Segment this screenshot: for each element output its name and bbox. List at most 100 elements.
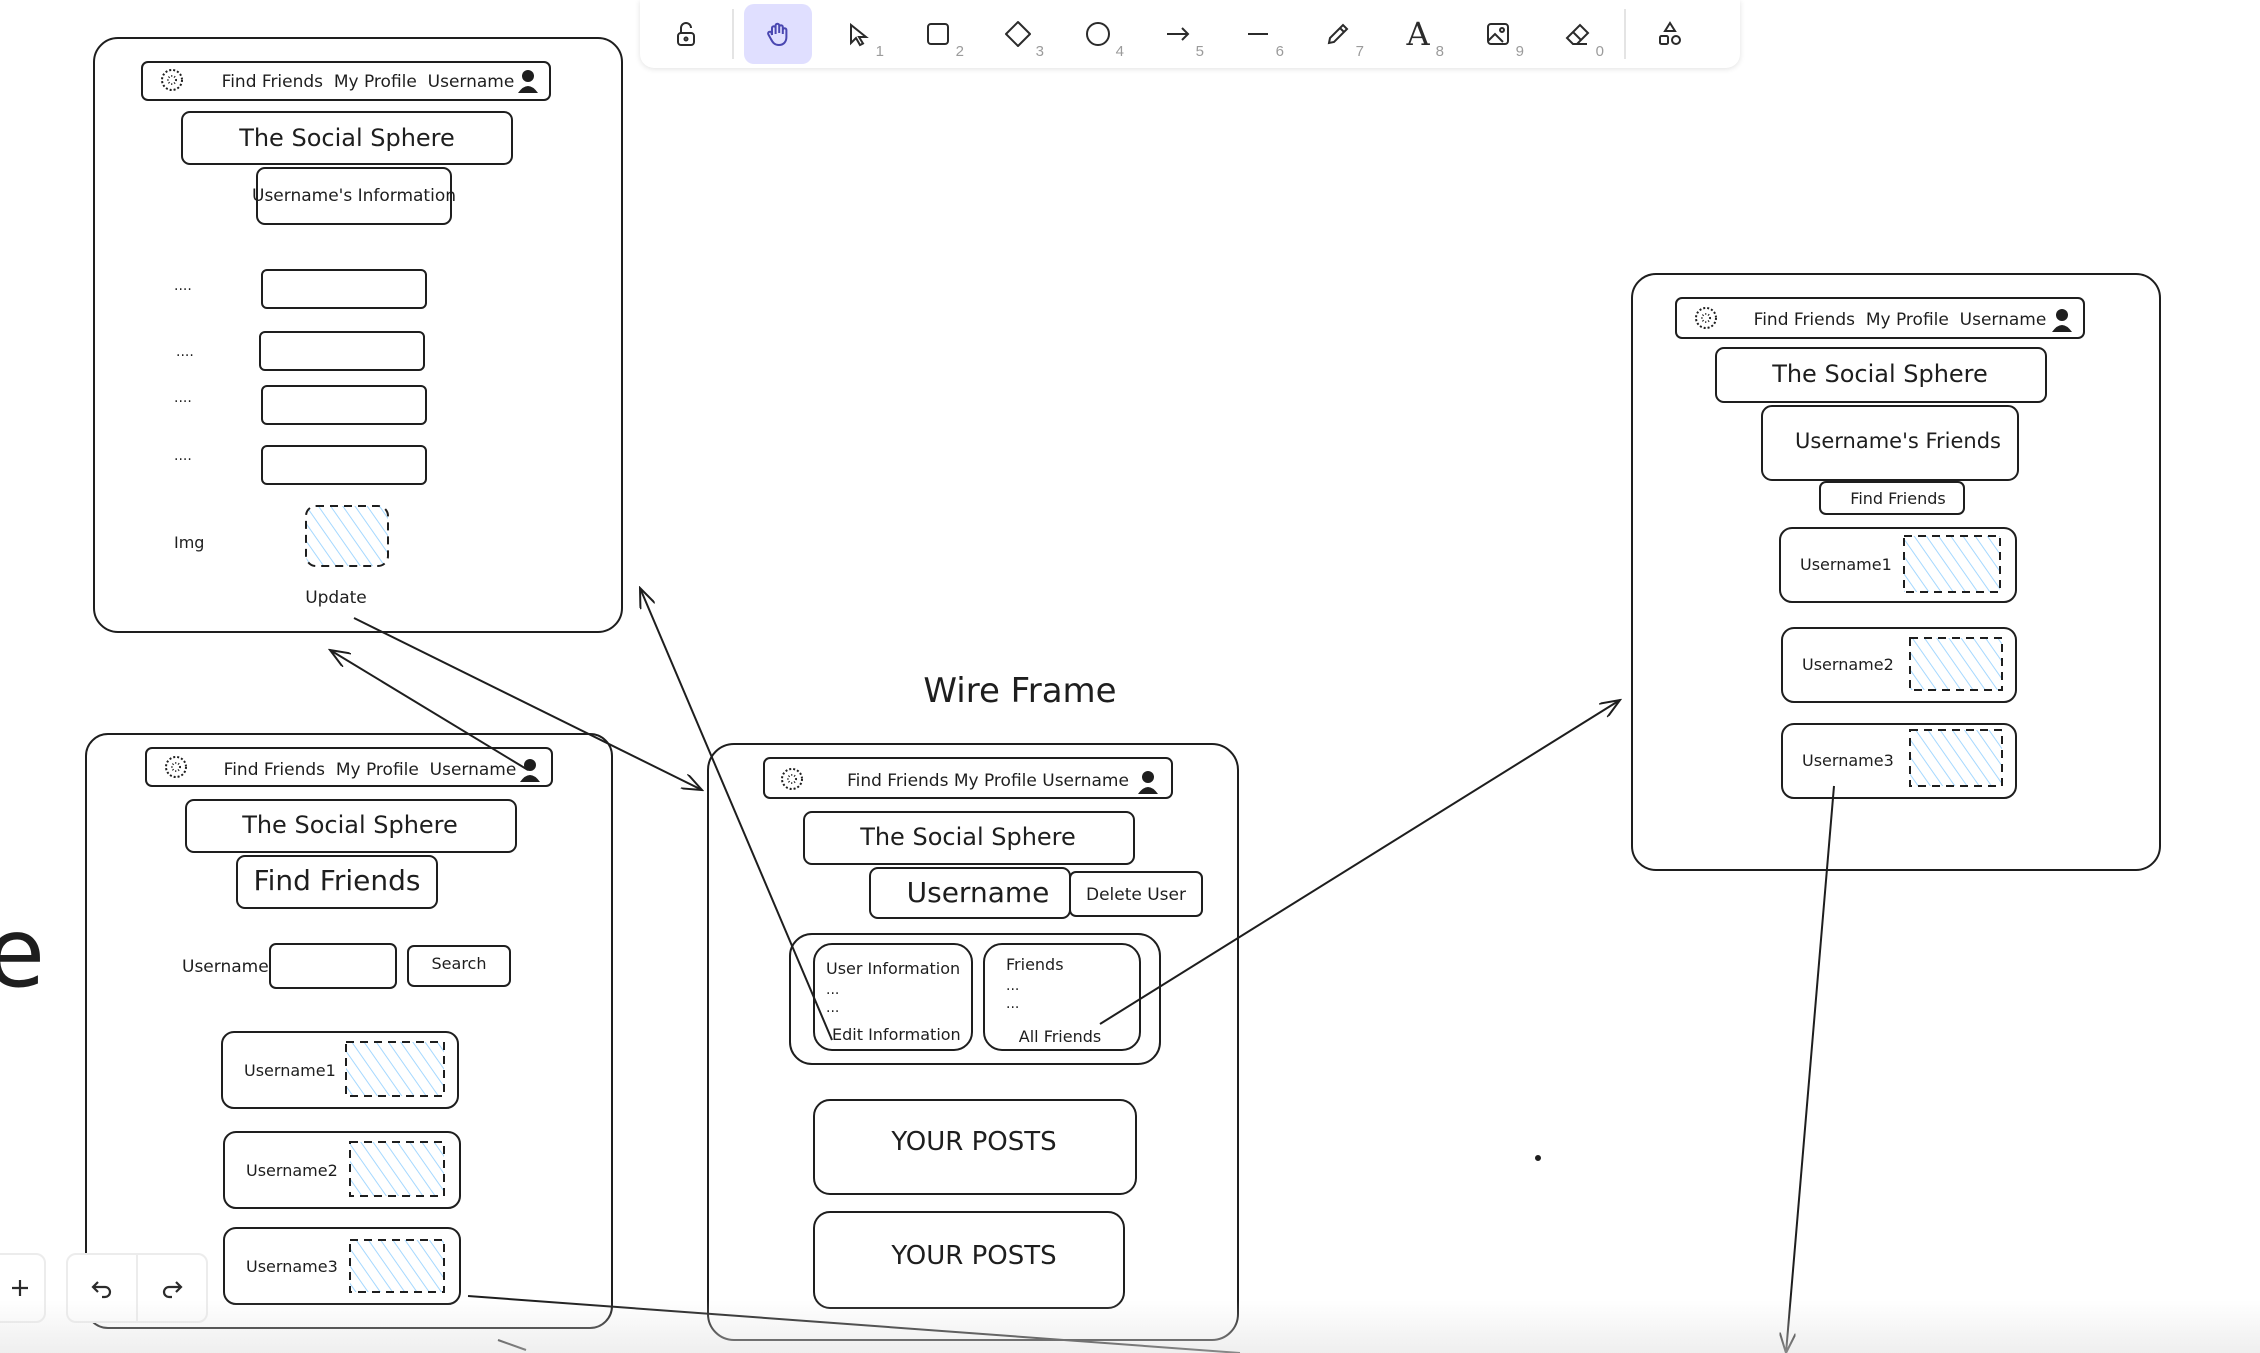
site-title-box[interactable] bbox=[1715, 347, 2047, 403]
posts-label: YOUR POSTS bbox=[890, 1127, 1056, 1157]
text-tool[interactable]: A 8 bbox=[1384, 4, 1452, 64]
result-username: Username2 bbox=[246, 1161, 338, 1180]
site-title-box[interactable] bbox=[803, 811, 1135, 865]
frame-friends-list[interactable]: Find Friends My Profile Username The Soc… bbox=[1631, 273, 2161, 871]
section-header: Username's Information bbox=[252, 186, 456, 206]
frame-find-friends[interactable]: Find Friends My Profile Username The Soc… bbox=[85, 733, 613, 1329]
section-header-box[interactable] bbox=[256, 167, 452, 225]
undo-button[interactable] bbox=[68, 1255, 136, 1321]
logo-icon bbox=[1695, 307, 1717, 329]
find-friends-button[interactable] bbox=[1819, 481, 1965, 515]
username-search-input[interactable] bbox=[269, 943, 397, 989]
field-input[interactable] bbox=[261, 445, 427, 485]
ellipse-tool[interactable]: 4 bbox=[1064, 4, 1132, 64]
field-label: .... bbox=[174, 390, 192, 406]
result-avatar-placeholder bbox=[349, 1239, 445, 1293]
friends-card[interactable] bbox=[983, 943, 1141, 1051]
section-header: Username's Friends bbox=[1795, 429, 2001, 453]
user-info-line: ... bbox=[826, 1000, 839, 1016]
field-label: .... bbox=[176, 344, 194, 360]
rectangle-tool[interactable]: 2 bbox=[904, 4, 972, 64]
frame-profile-edit[interactable]: Find Friends My Profile Username The Soc… bbox=[93, 37, 623, 633]
search-button[interactable] bbox=[407, 945, 511, 987]
hand-icon bbox=[767, 22, 788, 47]
diamond-tool[interactable]: 3 bbox=[984, 4, 1052, 64]
arrow-tool[interactable]: 5 bbox=[1144, 4, 1212, 64]
field-input[interactable] bbox=[261, 385, 427, 425]
friend-card[interactable] bbox=[1779, 527, 2017, 603]
hand-tool[interactable] bbox=[744, 4, 812, 64]
result-card[interactable] bbox=[221, 1031, 459, 1109]
search-button-label: Search bbox=[432, 954, 487, 973]
result-username: Username3 bbox=[246, 1257, 338, 1276]
site-title: The Social Sphere bbox=[1771, 360, 1988, 388]
delete-user-button[interactable] bbox=[1069, 871, 1203, 917]
arrow-update-to-main[interactable] bbox=[353, 617, 702, 790]
site-title-box[interactable] bbox=[185, 799, 517, 853]
arrow-icon bbox=[1167, 27, 1190, 41]
draw-tool[interactable]: 7 bbox=[1304, 4, 1372, 64]
result-username: Username1 bbox=[244, 1061, 336, 1080]
nav-links[interactable]: Find Friends My Profile Username bbox=[224, 760, 517, 780]
site-title: The Social Sphere bbox=[241, 811, 458, 839]
nav-links[interactable]: Find Friends My Profile Username bbox=[222, 72, 515, 92]
arrow-result-connector[interactable] bbox=[467, 1295, 1241, 1353]
section-header-box[interactable] bbox=[1761, 405, 2019, 481]
frame-border[interactable] bbox=[93, 37, 623, 633]
all-friends-link[interactable]: All Friends bbox=[1019, 1027, 1101, 1046]
field-input[interactable] bbox=[259, 331, 425, 371]
arrow-edit-info-to-profile[interactable] bbox=[640, 588, 833, 1041]
info-container bbox=[789, 933, 1161, 1065]
nav-links[interactable]: Find Friends My Profile Username bbox=[1754, 310, 2047, 330]
arrow-friend-down[interactable] bbox=[1786, 785, 1835, 1353]
field-label: .... bbox=[174, 448, 192, 464]
field-input[interactable] bbox=[261, 269, 427, 309]
nav-bar[interactable] bbox=[1675, 297, 2085, 339]
result-card[interactable] bbox=[223, 1131, 461, 1209]
redo-button[interactable] bbox=[138, 1255, 206, 1321]
lock-tool[interactable] bbox=[652, 4, 720, 64]
image-tool[interactable]: 9 bbox=[1464, 4, 1532, 64]
shortcut-key: 5 bbox=[1195, 43, 1204, 60]
site-title-box[interactable] bbox=[181, 111, 513, 165]
friend-card[interactable] bbox=[1781, 723, 2017, 799]
text-icon: A bbox=[1406, 15, 1430, 53]
nav-bar[interactable] bbox=[141, 61, 551, 101]
update-label[interactable]: Update bbox=[305, 588, 367, 608]
friend-username: Username1 bbox=[1800, 555, 1892, 574]
nav-bar[interactable] bbox=[763, 757, 1173, 799]
posts-label: YOUR POSTS bbox=[890, 1241, 1056, 1271]
section-header-box[interactable] bbox=[236, 855, 438, 909]
circle-icon bbox=[1086, 22, 1110, 46]
plus-icon bbox=[12, 1280, 28, 1296]
friend-card[interactable] bbox=[1781, 627, 2017, 703]
find-friends-label: Find Friends bbox=[1850, 489, 1945, 508]
line-tool[interactable]: 6 bbox=[1224, 4, 1292, 64]
friend-avatar-placeholder bbox=[1909, 637, 2003, 691]
logo-icon bbox=[161, 69, 183, 91]
edit-information-link[interactable]: Edit Information bbox=[832, 1025, 961, 1044]
arrow-offscreen-head bbox=[497, 1339, 527, 1351]
wireframe-title[interactable]: Wire Frame bbox=[923, 671, 1116, 711]
frame-border[interactable] bbox=[1631, 273, 2161, 871]
selection-tool[interactable]: 1 bbox=[824, 4, 892, 64]
friend-username: Username2 bbox=[1802, 655, 1894, 674]
image-placeholder[interactable] bbox=[305, 505, 389, 567]
canvas-edge-text: e bbox=[0, 897, 45, 1009]
arrow-all-friends-to-list[interactable] bbox=[1099, 700, 1620, 1025]
eraser-tool[interactable]: 0 bbox=[1544, 4, 1612, 64]
nav-links[interactable]: Find Friends My Profile Username bbox=[847, 771, 1129, 791]
nav-bar[interactable] bbox=[145, 747, 553, 787]
profile-username: Username bbox=[907, 876, 1050, 909]
frame-main-profile[interactable]: Find Friends My Profile Username The Soc… bbox=[707, 743, 1239, 1341]
posts-box[interactable] bbox=[813, 1099, 1137, 1195]
shortcut-key: 9 bbox=[1515, 43, 1524, 60]
arrow-avatar-to-edit[interactable] bbox=[330, 650, 529, 771]
more-shapes-tool[interactable] bbox=[1636, 4, 1704, 64]
zoom-in-button[interactable] bbox=[0, 1255, 44, 1321]
button-divider bbox=[136, 1255, 138, 1321]
field-label: .... bbox=[174, 278, 192, 294]
user-avatar-icon bbox=[2052, 309, 2072, 332]
pointer-icon bbox=[850, 22, 869, 47]
